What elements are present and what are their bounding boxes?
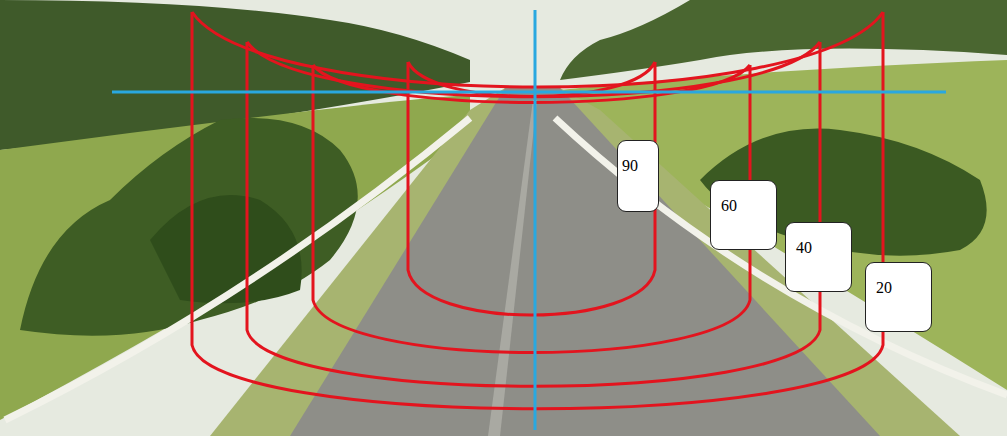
zone-outline — [192, 12, 883, 87]
center-line — [534, 10, 537, 430]
callout-box: 90 — [617, 140, 659, 212]
horizon-line — [112, 91, 946, 94]
callout-number: 20 — [866, 263, 931, 297]
callout-box: 40 — [785, 222, 852, 292]
zone-outline — [192, 12, 883, 409]
callout-number: 40 — [786, 223, 851, 257]
callout-number: 60 — [711, 181, 776, 215]
callout-box: 60 — [710, 180, 777, 250]
zone-outline — [313, 65, 750, 353]
callout-box: 20 — [865, 262, 932, 332]
callout-number: 90 — [618, 141, 658, 175]
